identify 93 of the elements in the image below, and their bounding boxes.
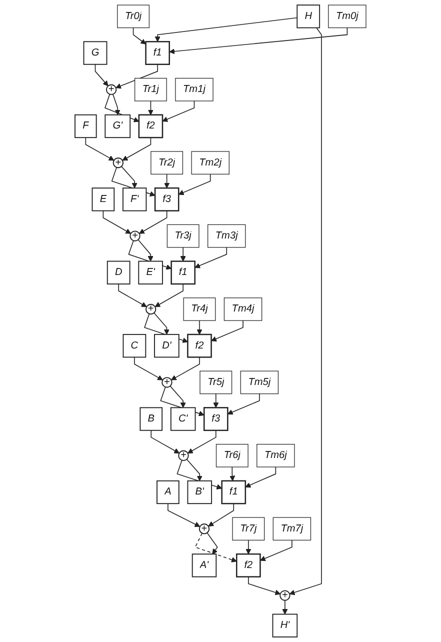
node-box: f3 — [154, 187, 180, 212]
node-circle: + — [178, 450, 189, 461]
node-box: F' — [122, 188, 147, 212]
node-box: D — [106, 260, 130, 284]
arrow — [230, 466, 236, 482]
node-box: Tr4j — [183, 298, 216, 321]
node-box: Tr7j — [232, 517, 265, 540]
node-box: D' — [154, 334, 180, 358]
node-circle: + — [162, 377, 172, 388]
node-box: f2 — [138, 114, 164, 138]
node-circle: + — [198, 524, 210, 534]
arrow — [154, 284, 184, 308]
node-box: Tm4j — [224, 298, 262, 321]
arrow — [248, 576, 281, 596]
node-circle: + — [106, 84, 117, 95]
node-box: Tm0j — [328, 4, 366, 28]
arrow — [162, 100, 195, 122]
arrow — [168, 503, 200, 527]
node-box: Tr1j — [134, 78, 167, 102]
node-box: B — [140, 407, 163, 431]
arrow — [208, 503, 234, 527]
arrow — [176, 460, 222, 490]
node-box: Tr0j — [117, 4, 150, 28]
arrow — [94, 64, 108, 86]
node-box: f3 — [203, 407, 228, 431]
arrow — [164, 174, 170, 188]
arrow — [187, 430, 216, 454]
arrow — [260, 540, 292, 562]
arrow — [111, 166, 156, 197]
node-box: f1 — [145, 41, 170, 65]
node-box: A' — [192, 554, 217, 578]
node-box: F — [74, 114, 97, 138]
arrow — [211, 320, 244, 342]
node-circle: + — [130, 230, 140, 242]
node-box: A — [156, 480, 180, 504]
arrow — [132, 27, 146, 44]
arrow — [213, 393, 219, 408]
arrow — [121, 166, 138, 188]
node-box: f2 — [187, 334, 212, 358]
node-box: Tm7j — [272, 517, 312, 540]
node-box: E' — [138, 260, 163, 284]
arrow — [245, 466, 276, 488]
node-circle: + — [112, 158, 124, 168]
node-box: Tm5j — [240, 370, 279, 394]
node-box: Tm6j — [256, 444, 295, 468]
node-box: Tm1j — [175, 78, 214, 102]
node-box: Tr6j — [216, 444, 248, 468]
arrow — [170, 386, 186, 408]
node-box: f1 — [221, 480, 246, 504]
node-box: f1 — [170, 260, 196, 285]
arrow — [194, 532, 237, 562]
node-box: f2 — [236, 553, 261, 578]
node-box: G' — [104, 114, 131, 138]
arrow — [186, 458, 202, 482]
arrow — [148, 100, 154, 116]
arrow — [206, 532, 218, 554]
node-box: E — [92, 188, 115, 212]
arrow — [180, 246, 186, 262]
node-circle: + — [280, 590, 290, 601]
arrow — [289, 27, 322, 596]
node-box: Tr5j — [200, 370, 232, 394]
arrow — [282, 600, 288, 614]
arrow — [85, 137, 114, 161]
arrow — [178, 174, 211, 196]
arrow — [112, 94, 120, 116]
node-box: C — [122, 334, 146, 358]
arrow — [138, 239, 154, 262]
arrow — [169, 27, 348, 54]
arrow — [102, 210, 132, 234]
arrow — [134, 356, 163, 380]
arrow — [118, 284, 147, 308]
node-box: H — [296, 4, 320, 28]
arrow — [170, 356, 200, 380]
arrow — [154, 312, 170, 335]
arrow — [138, 210, 168, 234]
arrow — [246, 540, 252, 554]
node-box: Tr3j — [166, 224, 200, 248]
arrow — [122, 137, 152, 161]
node-box: Tm3j — [208, 224, 246, 248]
node-box: B' — [187, 480, 212, 504]
arrow — [128, 240, 172, 270]
node-box: H' — [272, 614, 298, 638]
node-box: C' — [170, 407, 196, 431]
node-box: Tr2j — [150, 151, 184, 174]
arrow — [116, 64, 158, 89]
arrow — [150, 430, 180, 454]
node-box: G — [83, 41, 108, 65]
node-box: Tm2j — [191, 151, 230, 174]
arrow — [196, 320, 202, 335]
arrow — [194, 246, 228, 268]
arrow — [227, 393, 260, 415]
arrow — [154, 17, 298, 42]
node-circle: + — [146, 304, 156, 315]
